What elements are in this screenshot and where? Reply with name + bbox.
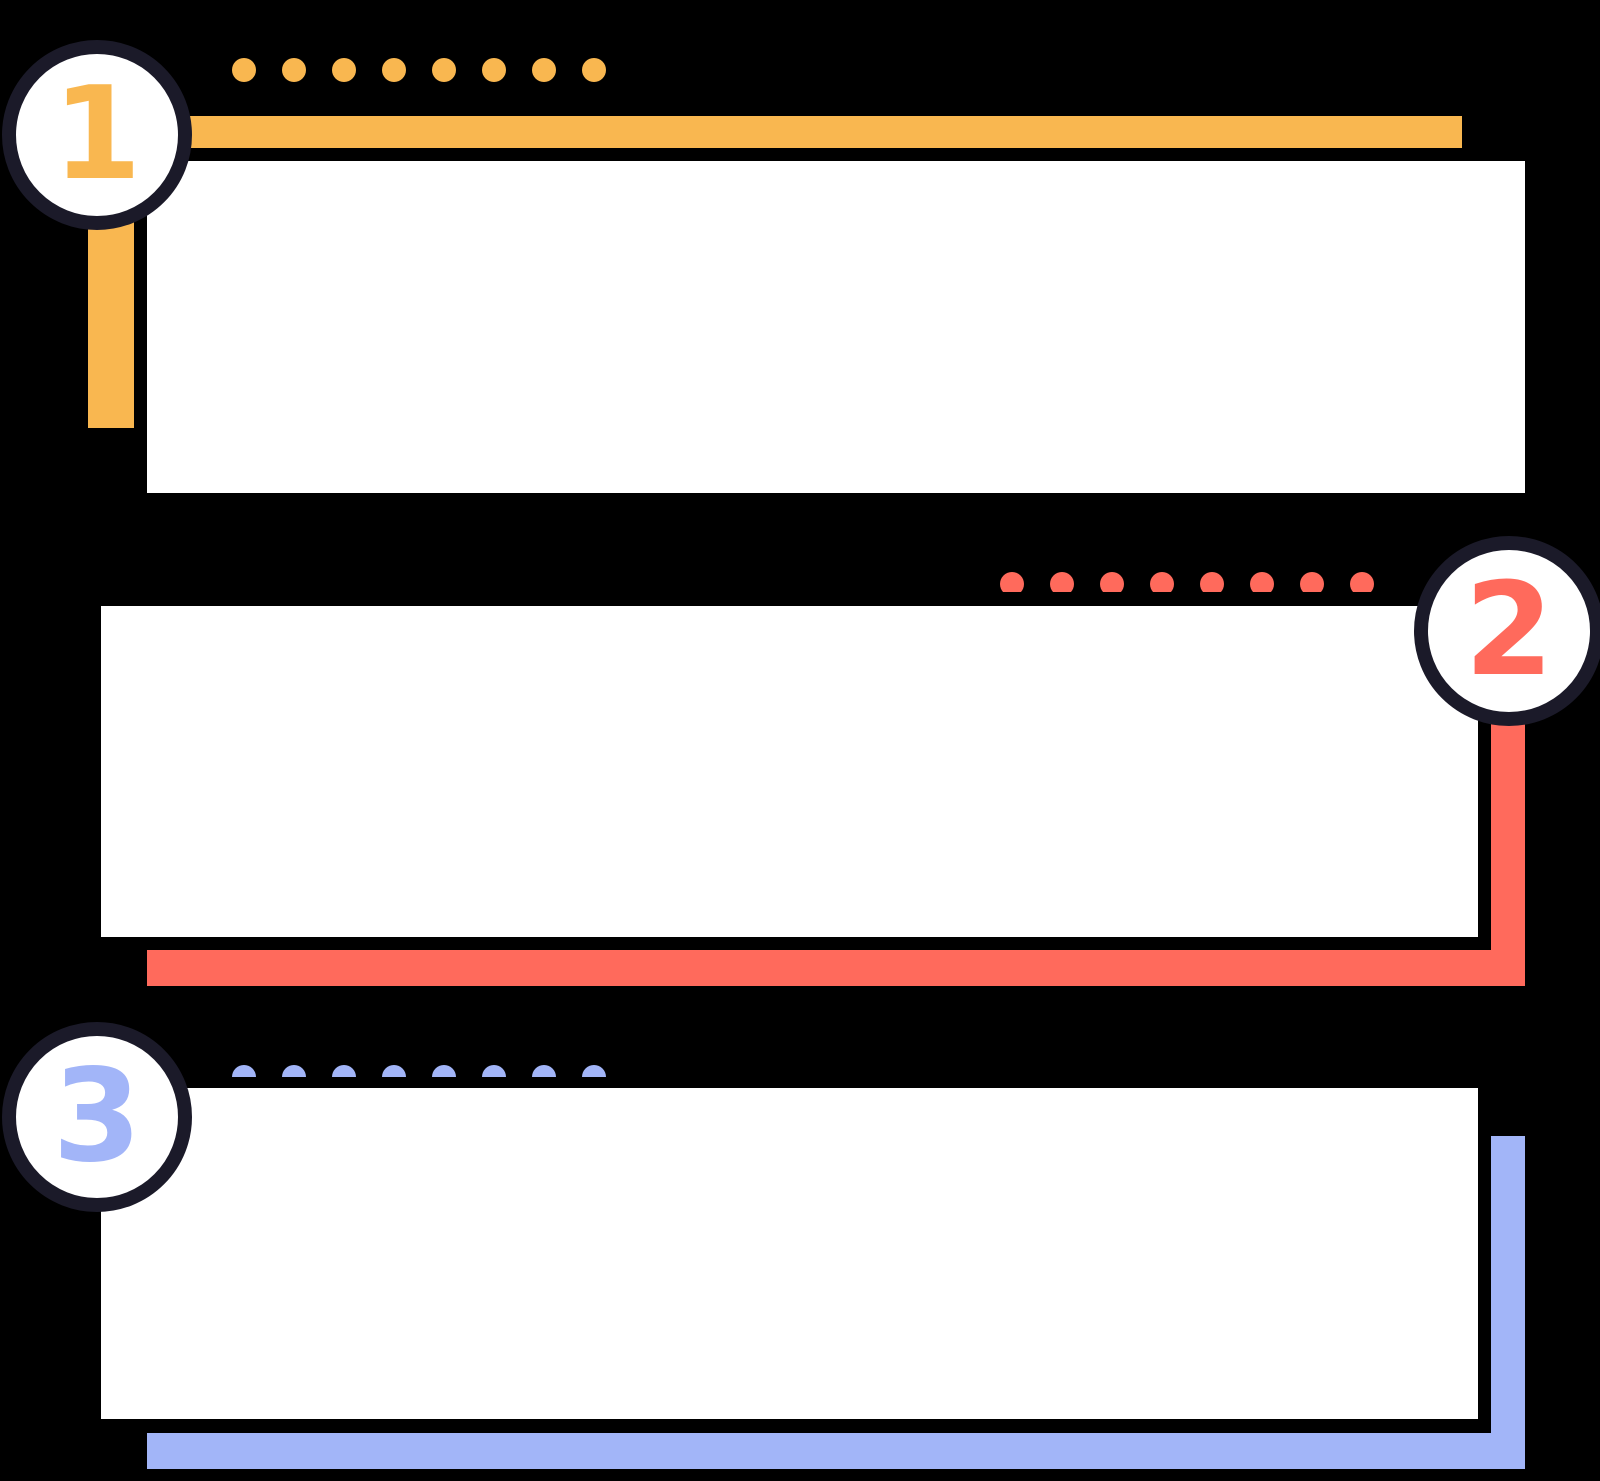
number-three-badge-icon: 3 bbox=[52, 1042, 142, 1191]
step-3-box-shadow-side bbox=[1478, 1136, 1491, 1433]
decorative-dot bbox=[1250, 572, 1274, 592]
step-1-badge: 1 bbox=[2, 40, 192, 230]
decorative-dot bbox=[282, 1065, 306, 1077]
number-two-badge-icon: 2 bbox=[1464, 556, 1554, 705]
step-3-badge: 3 bbox=[2, 1022, 192, 1212]
decorative-dot bbox=[282, 58, 306, 82]
decorative-dot bbox=[432, 1065, 456, 1077]
step-2-bottom-accent-bar bbox=[147, 950, 1525, 986]
decorative-dot bbox=[1350, 572, 1374, 592]
number-one-badge-icon: 1 bbox=[52, 60, 142, 209]
step-1-content-box bbox=[147, 161, 1525, 493]
decorative-dot bbox=[232, 1065, 256, 1077]
step-2-box-shadow-edge bbox=[101, 937, 1491, 950]
step-3-bottom-accent-bar bbox=[147, 1433, 1525, 1469]
decorative-dot bbox=[332, 1065, 356, 1077]
decorative-dot bbox=[1050, 572, 1074, 592]
step-2-content-box bbox=[101, 606, 1478, 937]
decorative-dot bbox=[582, 1065, 606, 1077]
decorative-dot bbox=[382, 58, 406, 82]
decorative-dot bbox=[1000, 572, 1024, 592]
step-3-right-accent-bar bbox=[1491, 1136, 1525, 1469]
decorative-dot bbox=[232, 58, 256, 82]
decorative-dot bbox=[532, 58, 556, 82]
step-3-content-box bbox=[101, 1088, 1478, 1419]
step-3-dot-row bbox=[232, 1065, 606, 1077]
step-2-box-shadow-side bbox=[1478, 700, 1491, 950]
step-1-dot-row bbox=[232, 58, 606, 82]
decorative-dot bbox=[482, 58, 506, 82]
step-1-top-accent-bar bbox=[150, 116, 1462, 148]
decorative-dot bbox=[532, 1065, 556, 1077]
step-3-box-shadow-edge bbox=[101, 1419, 1491, 1433]
decorative-dot bbox=[1100, 572, 1124, 592]
decorative-dot bbox=[582, 58, 606, 82]
step-2-right-accent-bar bbox=[1491, 700, 1525, 986]
step-2-dot-row bbox=[1000, 572, 1374, 592]
decorative-dot bbox=[382, 1065, 406, 1077]
decorative-dot bbox=[332, 58, 356, 82]
decorative-dot bbox=[1150, 572, 1174, 592]
step-2-badge: 2 bbox=[1414, 536, 1600, 726]
step-1-left-accent-bar bbox=[88, 200, 134, 428]
decorative-dot bbox=[432, 58, 456, 82]
decorative-dot bbox=[1300, 572, 1324, 592]
decorative-dot bbox=[1200, 572, 1224, 592]
decorative-dot bbox=[482, 1065, 506, 1077]
